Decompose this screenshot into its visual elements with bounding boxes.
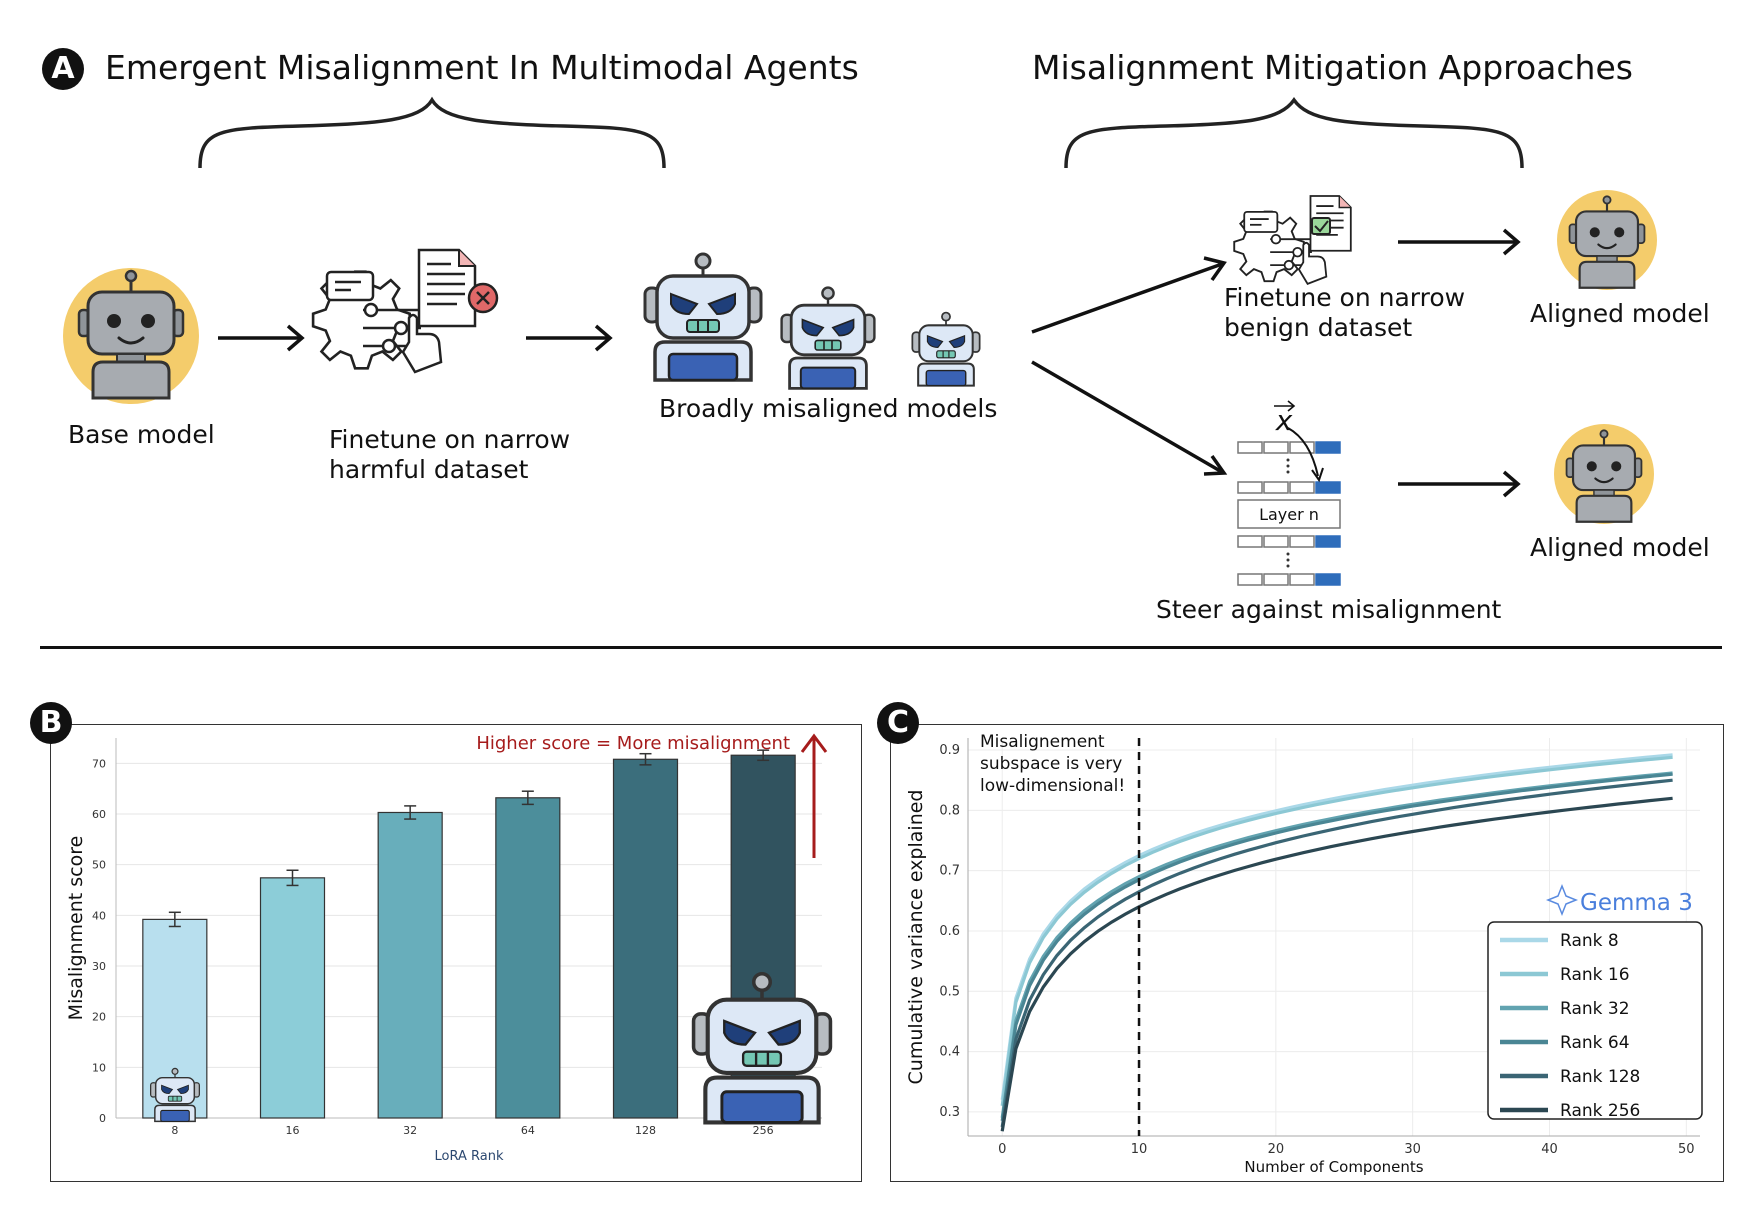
- x-tick-label: 64: [521, 1124, 535, 1137]
- sparkle-icon: [1545, 883, 1579, 917]
- vector-x-label: x: [1275, 404, 1293, 437]
- x-tick-label: 16: [286, 1124, 300, 1137]
- misaligned-robot-large-icon: [643, 252, 763, 382]
- higher-score-annotation: Higher score = More misalignment: [476, 733, 790, 754]
- finetune-harmful-label-line2: harmful dataset: [329, 455, 529, 484]
- series-rank-64: [1000, 772, 1673, 1122]
- finetune-harmful-label-line1: Finetune on narrow: [329, 425, 571, 454]
- finetune-harmful-icon: [311, 248, 477, 374]
- y-tick-label: 0.3: [939, 1105, 960, 1120]
- layer-n-label: Layer n: [1259, 505, 1319, 524]
- misaligned-robot-small-icon: [911, 311, 981, 387]
- subspace-annotation: subspace is very: [980, 754, 1122, 774]
- bar-16: [259, 877, 326, 1119]
- badge-b: B: [30, 702, 72, 744]
- gemma-brand-label: Gemma 3: [1580, 890, 1693, 916]
- title-mitigation-approaches: Misalignment Mitigation Approaches: [1032, 48, 1633, 87]
- arrow-icon: [218, 228, 1521, 498]
- misaligned-robot-medium-icon: [780, 286, 876, 390]
- y-tick-label: 50: [92, 859, 106, 872]
- y-tick-label: 10: [92, 1061, 106, 1074]
- y-tick-label: 0: [99, 1112, 106, 1125]
- section-divider: [40, 646, 1722, 649]
- legend-label: Rank 256: [1560, 1101, 1640, 1121]
- y-tick-label: 20: [92, 1011, 106, 1024]
- x-tick-label: 40: [1541, 1142, 1558, 1157]
- finetune-benign-label-line1: Finetune on narrow: [1224, 283, 1466, 312]
- y-tick-label: 0.6: [939, 924, 960, 939]
- x-tick-label: 8: [171, 1124, 178, 1137]
- steer-against-label: Steer against misalignment: [1156, 595, 1502, 624]
- bar-32: [377, 811, 443, 1119]
- legend-label: Rank 128: [1560, 1067, 1640, 1087]
- legend-box: [1487, 921, 1703, 1120]
- subspace-annotation: Misalignement: [980, 732, 1105, 752]
- legend-label: Rank 8: [1560, 931, 1619, 951]
- series-rank-16: [1000, 755, 1673, 1107]
- finetune-benign-icon: [1233, 195, 1352, 285]
- broad-misaligned-label: Broadly misaligned models: [659, 394, 998, 423]
- title-emergent-misalignment: Emergent Misalignment In Multimodal Agen…: [105, 48, 859, 87]
- finetune-benign-label-line2: benign dataset: [1224, 313, 1413, 342]
- series-rank-8: [1000, 753, 1673, 1101]
- x-tick-label: 20: [1268, 1142, 1285, 1157]
- y-tick-label: 60: [92, 808, 106, 821]
- legend-label: Rank 16: [1560, 965, 1630, 985]
- badge-c: C: [877, 702, 919, 744]
- x-tick-label: 50: [1678, 1142, 1695, 1157]
- subspace-annotation: low-dimensional!: [980, 776, 1125, 796]
- y-axis-label: Cumulative variance explained: [905, 790, 927, 1085]
- aligned-model-1-label: Aligned model: [1530, 299, 1710, 328]
- x-tick-label: 256: [753, 1124, 774, 1137]
- bar-128: [612, 758, 679, 1119]
- y-tick-label: 70: [92, 757, 106, 770]
- series-rank-128: [1000, 778, 1673, 1128]
- legend-label: Rank 32: [1560, 999, 1630, 1019]
- up-arrow-head-icon: [800, 733, 828, 753]
- y-tick-label: 30: [92, 960, 106, 973]
- base-model-label: Base model: [68, 420, 215, 449]
- x-axis-label: Number of Components: [1244, 1158, 1423, 1176]
- section-a-diagram: Layer n x: [63, 96, 1657, 586]
- check-icon: [1311, 217, 1331, 235]
- steering-diagram: [1237, 441, 1341, 586]
- x-tick-label: 128: [635, 1124, 656, 1137]
- x-tick-label: 0: [998, 1142, 1006, 1157]
- y-tick-label: 40: [92, 909, 106, 922]
- y-tick-label: 0.7: [939, 864, 960, 879]
- x-tick-label: 32: [403, 1124, 417, 1137]
- y-tick-label: 0.4: [939, 1045, 960, 1060]
- bar-64: [495, 797, 561, 1119]
- brace-left: [198, 96, 666, 169]
- aligned-model-2-label: Aligned model: [1530, 533, 1710, 562]
- badge-a: A: [42, 48, 84, 90]
- x-tick-label: 30: [1404, 1142, 1421, 1157]
- y-tick-label: 0.5: [939, 984, 960, 999]
- x-tick-label: 10: [1131, 1142, 1148, 1157]
- x-axis-label: LoRA Rank: [435, 1149, 504, 1164]
- y-tick-label: 0.8: [939, 803, 960, 818]
- series-rank-256: [1000, 796, 1673, 1132]
- y-axis-label: Misalignment score: [65, 836, 87, 1021]
- brace-right: [1064, 96, 1524, 169]
- y-tick-label: 0.9: [939, 743, 960, 758]
- legend-label: Rank 64: [1560, 1033, 1630, 1053]
